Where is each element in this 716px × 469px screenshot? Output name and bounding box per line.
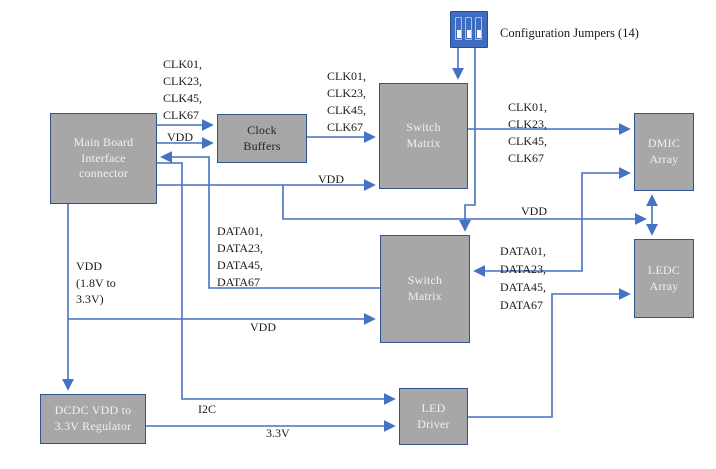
- wire-data-switch-to-main: [160, 151, 380, 289]
- clock-buffers-block: Clock Buffers: [217, 114, 307, 163]
- dcdc-regulator-block: DCDC VDD to 3.3V Regulator: [40, 394, 146, 444]
- dip-switch-notch: [466, 30, 471, 38]
- dip-switch-slot: [475, 17, 482, 40]
- dip-switch-slot: [465, 17, 472, 40]
- led-driver-label: LED Driver: [417, 400, 450, 431]
- vdd-to-arrays-label: VDD: [521, 204, 547, 218]
- data-switch-dmic-bus-label: DATA01, DATA23, DATA45, DATA67: [500, 244, 547, 312]
- vdd-main-to-switch-label: VDD: [318, 172, 344, 186]
- data-main-bus-label: DATA01, DATA23, DATA45, DATA67: [217, 224, 264, 289]
- configuration-jumpers-note: Configuration Jumpers (14): [500, 26, 639, 40]
- dcdc-regulator-label: DCDC VDD to 3.3V Regulator: [54, 403, 132, 433]
- ledc-array-label: LEDC Array: [647, 262, 681, 293]
- wire-data-switch-to-dmic: [581, 167, 631, 222]
- i2c-label: I2C: [198, 402, 216, 416]
- vdd-to-switch-bottom-label: VDD: [250, 320, 276, 334]
- wire-leddriver-to-ledc: [468, 288, 631, 418]
- dip-switch-icon: [450, 11, 488, 48]
- vdd-main-to-buffers-label: VDD: [167, 130, 193, 144]
- wire-data-dmic-to-switch: [473, 222, 583, 277]
- dip-switch-notch: [476, 30, 481, 38]
- ledc-array-block: LEDC Array: [634, 239, 694, 318]
- switch-matrix-top-label: Switch Matrix: [406, 120, 441, 150]
- wire-vdd-branch-to-arrays: [282, 185, 647, 225]
- clk-buffers-to-switch-label: CLK01, CLK23, CLK45, CLK67: [327, 69, 366, 134]
- dip-switch-slot: [455, 17, 462, 40]
- wire-jumper-to-switch-bottom: [459, 48, 476, 232]
- 33v-label: 3.3V: [266, 426, 290, 440]
- dip-switch-notch: [456, 30, 461, 38]
- dmic-array-block: DMIC Array: [634, 113, 694, 191]
- dmic-array-label: DMIC Array: [647, 136, 681, 166]
- clk-switch-to-dmic-label: CLK01, CLK23, CLK45, CLK67: [508, 100, 547, 165]
- led-driver-block: LED Driver: [399, 388, 468, 445]
- vdd-range-label: VDD (1.8V to 3.3V): [76, 259, 116, 306]
- clk-main-to-buffers-label: CLK01, CLK23, CLK45, CLK67: [163, 57, 202, 122]
- switch-matrix-bottom-block: Switch Matrix: [380, 235, 470, 343]
- switch-matrix-bottom-label: Switch Matrix: [407, 273, 443, 303]
- clock-buffers-label: Clock Buffers: [243, 122, 281, 153]
- main-board-interface-block: Main Board Interface connector: [50, 113, 157, 204]
- main-board-interface-label: Main Board Interface connector: [73, 134, 134, 181]
- switch-matrix-top-block: Switch Matrix: [379, 83, 468, 189]
- wire-i2c-main-to-leddriver: [157, 162, 396, 405]
